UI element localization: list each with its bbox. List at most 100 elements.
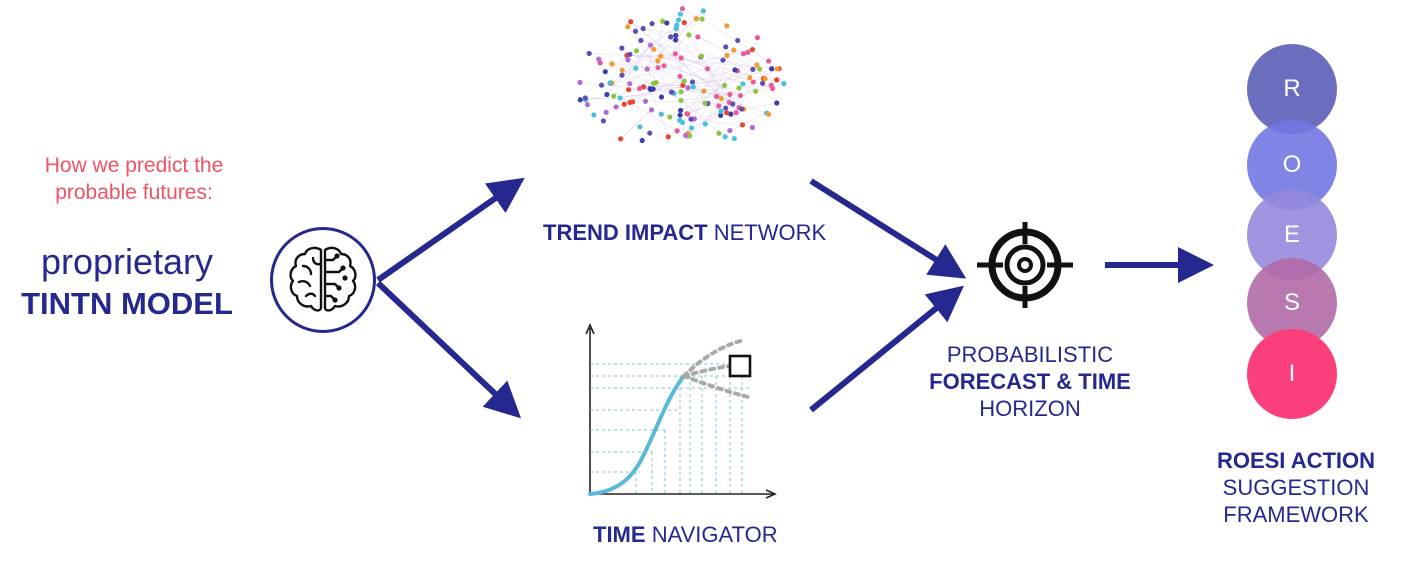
network-node — [598, 82, 605, 88]
network-node — [668, 34, 674, 40]
network-node — [607, 80, 613, 86]
time-navigator-graphic — [585, 323, 777, 499]
network-node — [754, 34, 761, 41]
network-node — [687, 133, 693, 139]
network-node — [678, 55, 684, 61]
network-node — [647, 42, 654, 48]
network-node — [602, 69, 608, 75]
network-node — [674, 128, 680, 134]
network-node — [721, 82, 728, 89]
network-node — [655, 58, 661, 64]
network-node — [627, 51, 633, 57]
network-node — [627, 99, 633, 106]
network-node — [720, 57, 726, 63]
network-node — [596, 56, 602, 62]
network-link — [626, 55, 726, 137]
network-node — [642, 98, 649, 104]
network-node — [724, 52, 730, 59]
network-node — [665, 134, 671, 140]
network-link — [626, 54, 778, 70]
network-node — [604, 91, 610, 98]
network-node — [600, 118, 607, 124]
network-node — [716, 103, 722, 109]
target-icon — [977, 222, 1073, 308]
network-node — [718, 95, 724, 102]
network-link — [738, 81, 754, 108]
network-node — [609, 61, 615, 67]
network-node — [679, 6, 686, 12]
network-node — [685, 85, 691, 91]
network-node — [628, 19, 634, 25]
network-node — [680, 82, 686, 88]
network-link — [670, 36, 706, 104]
roesi-letter-s: S — [1283, 289, 1300, 316]
network-link — [694, 91, 705, 119]
network-node — [749, 46, 756, 53]
network-node — [727, 127, 733, 134]
network-node — [716, 130, 722, 136]
network-node — [774, 100, 780, 106]
forecast-label-line-2: FORECAST & TIME — [929, 369, 1131, 394]
network-node — [632, 28, 639, 34]
network-node — [701, 88, 707, 94]
network-link — [653, 88, 730, 95]
network-node — [766, 111, 772, 117]
network-node — [648, 107, 655, 113]
network-node — [621, 101, 627, 107]
network-node — [668, 89, 675, 95]
network-node — [723, 105, 729, 111]
network-node — [637, 124, 643, 130]
time-navigator-label: TIME NAVIGATOR — [593, 521, 778, 548]
network-node — [613, 104, 619, 110]
network-link — [580, 82, 672, 93]
network-link — [705, 85, 725, 125]
network-node — [677, 11, 683, 17]
forecast-label: PROBABILISTIC FORECAST & TIME HORIZON — [912, 341, 1148, 422]
roesi-stack: R O E S I — [1247, 44, 1337, 419]
intro-line-2: probable futures: — [55, 181, 213, 204]
network-node — [732, 67, 738, 73]
network-node — [774, 66, 780, 72]
network-node — [688, 125, 695, 131]
network-link — [697, 36, 772, 70]
roesi-letter-e: E — [1283, 221, 1300, 248]
network-node — [603, 109, 609, 115]
network-node — [769, 66, 775, 72]
network-node — [733, 110, 739, 116]
network-link — [620, 109, 652, 140]
network-node — [638, 37, 644, 44]
network-link — [682, 8, 703, 20]
network-node — [661, 63, 667, 69]
network-node — [640, 84, 647, 90]
network-node — [676, 17, 682, 23]
network-node — [617, 95, 623, 101]
network-node — [618, 136, 624, 142]
network-node — [769, 85, 776, 92]
network-node — [667, 114, 673, 120]
network-node — [736, 85, 742, 91]
roesi-label-line-1: ROESI ACTION — [1216, 448, 1376, 473]
network-node — [677, 112, 683, 118]
network-node — [702, 121, 708, 127]
network-node — [650, 80, 657, 86]
roesi-letter-r: R — [1283, 75, 1301, 102]
model-title-line-1: proprietary — [40, 241, 214, 282]
network-node — [633, 48, 639, 54]
network-node — [774, 77, 780, 83]
network-link — [627, 26, 698, 38]
network-link — [620, 68, 780, 99]
network-link — [622, 24, 677, 71]
network-node — [677, 117, 683, 123]
network-node — [690, 84, 696, 90]
roesi-label-line-3: FRAMEWORK — [1223, 502, 1369, 527]
network-node — [695, 34, 701, 40]
network-node — [735, 37, 741, 44]
network-node — [674, 22, 680, 28]
network-node — [673, 32, 679, 39]
arrow-network-to-target — [809, 178, 967, 279]
network-node — [727, 91, 733, 97]
network-node — [619, 72, 625, 78]
network-node — [640, 25, 646, 32]
network-node — [739, 122, 746, 128]
intro-line-1: How we predict the — [44, 154, 224, 177]
